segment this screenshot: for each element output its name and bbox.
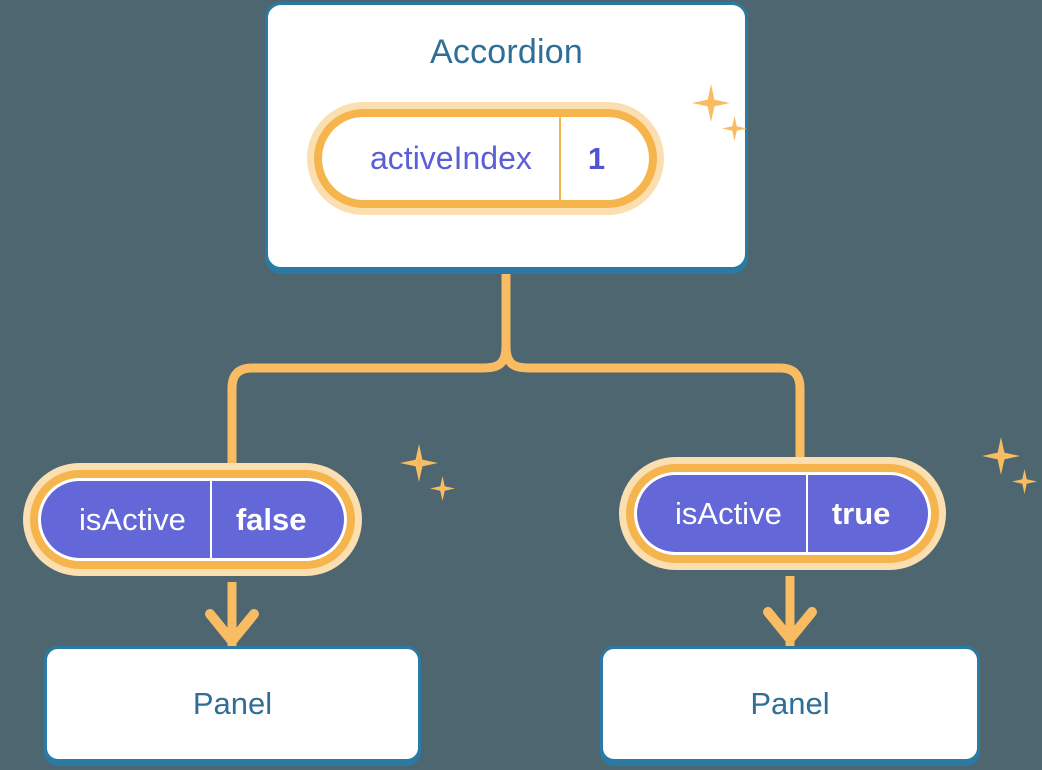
state-pill-key: isActive: [637, 475, 808, 552]
state-pill-body: isActive false: [38, 478, 348, 561]
connector-branch-left: [227, 341, 511, 483]
accordion-title: Accordion: [430, 33, 583, 71]
panel-card-right[interactable]: Panel: [600, 646, 980, 762]
state-pill-isactive-false[interactable]: isActive false: [38, 478, 348, 561]
sparkle-small-icon: [430, 476, 455, 501]
panel-title: Panel: [192, 686, 273, 721]
state-pill-body: isActive true: [634, 472, 932, 555]
state-pill-key: activeIndex: [322, 117, 561, 200]
state-pill-value: 1: [587, 140, 606, 176]
panel-card-left[interactable]: Panel: [44, 646, 421, 762]
sparkle-large-icon: [982, 437, 1020, 475]
state-pill-activeindex[interactable]: activeIndex 1: [322, 117, 650, 200]
panel-title: Panel: [750, 686, 830, 721]
state-pill-key: isActive: [41, 481, 212, 558]
sparkle-small-icon: [1012, 469, 1037, 494]
connector-branch-right: [501, 341, 805, 477]
arrow-head-left-icon: [205, 609, 259, 646]
state-pill-isactive-true[interactable]: isActive true: [634, 472, 932, 555]
state-pill-value: false: [235, 501, 307, 537]
arrow-head-right-icon: [763, 607, 817, 644]
state-pill-value: true: [831, 495, 891, 531]
state-pill-body: activeIndex 1: [322, 117, 650, 200]
sparkle-large-icon: [400, 444, 438, 482]
